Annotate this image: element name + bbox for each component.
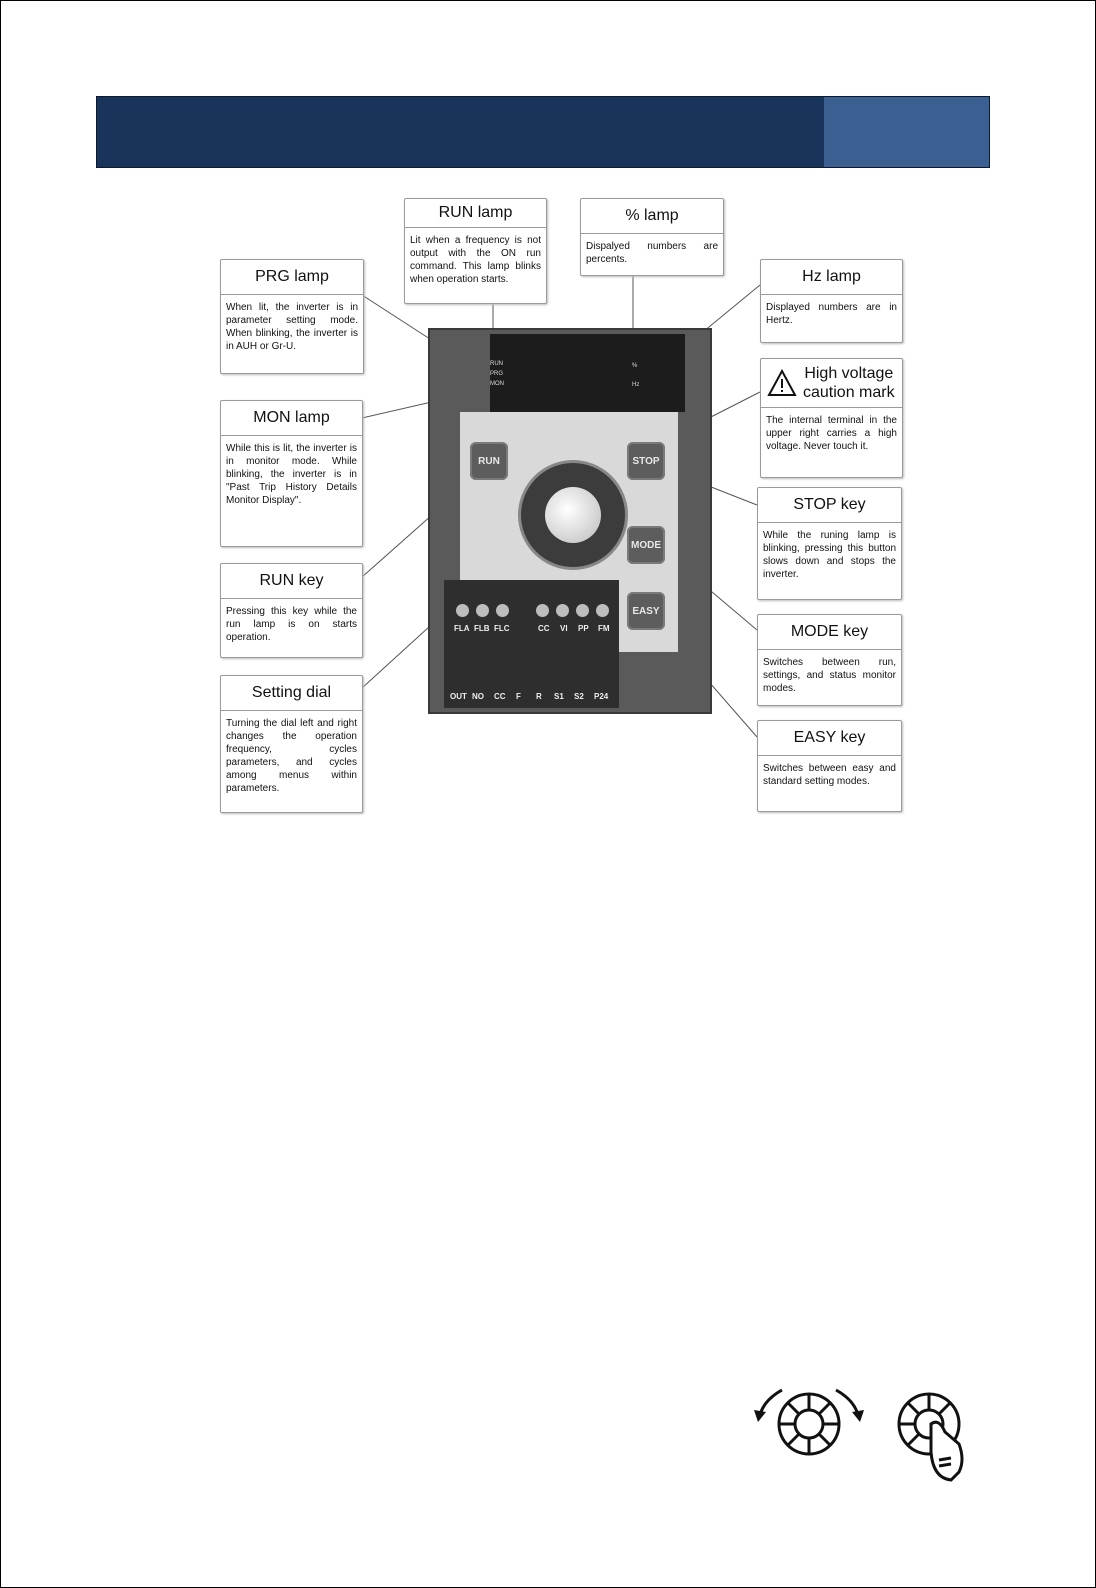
- led-display: [490, 334, 685, 412]
- terminal-label: CC: [538, 624, 550, 633]
- terminal-label: FLA: [454, 624, 470, 633]
- callout-text: Pressing this key while the run lamp is …: [226, 606, 357, 643]
- callout-text: While this is lit, the inverter is in mo…: [226, 443, 357, 506]
- terminal-label: P24: [594, 692, 609, 701]
- terminal-label: R: [536, 692, 542, 701]
- callout-title: % lamp: [581, 199, 723, 234]
- callout-text: The internal terminal in the upper right…: [766, 415, 897, 452]
- callout-title-line: caution mark: [803, 384, 895, 401]
- terminal-label: FLB: [474, 624, 490, 633]
- callout-text: Switches between easy and standard setti…: [763, 763, 896, 787]
- setting-dial[interactable]: [518, 460, 628, 570]
- terminal-label: OUT: [450, 692, 467, 701]
- warning-icon: [767, 369, 797, 396]
- callout-text: Turning the dial left and right changes …: [226, 718, 357, 794]
- mode-key[interactable]: MODE: [627, 526, 665, 564]
- percent-lamp-label: %: [632, 363, 638, 369]
- callout-prg-lamp: PRG lamp When lit, the inverter is in pa…: [220, 259, 364, 374]
- callout-title: RUN lamp: [405, 199, 546, 228]
- terminal-label: S2: [574, 692, 584, 701]
- terminal-label: FM: [598, 624, 610, 633]
- terminal-block: FLA FLB FLC CC VI PP FM OUT NO CC F R S1…: [444, 580, 619, 708]
- callout-title-line: High voltage: [804, 365, 894, 382]
- callout-title: RUN key: [221, 564, 362, 599]
- terminal-label: VI: [560, 624, 568, 633]
- callout-mode-key: MODE key Switches between run, settings,…: [757, 614, 902, 706]
- callout-text: Switches between run, settings, and stat…: [763, 657, 896, 694]
- run-key[interactable]: RUN: [470, 442, 508, 480]
- callout-title: High voltage caution mark: [761, 359, 902, 408]
- callout-high-voltage: High voltage caution mark The internal t…: [760, 358, 903, 478]
- callout-text: While the runing lamp is blinking, press…: [763, 530, 896, 580]
- terminal-screw: [456, 604, 469, 617]
- dial-rotate-icon: [754, 1388, 864, 1456]
- terminal-label: S1: [554, 692, 564, 701]
- callout-setting-dial: Setting dial Turning the dial left and r…: [220, 675, 363, 813]
- callout-hz-lamp: Hz lamp Displayed numbers are in Hertz.: [760, 259, 903, 343]
- hz-lamp-label: Hz: [632, 382, 640, 388]
- inverter-panel-illustration: RUN PRG MON % Hz RUN STOP MODE EASY FLA …: [428, 328, 712, 714]
- callout-run-lamp: RUN lamp Lit when a frequency is not out…: [404, 198, 547, 304]
- callout-easy-key: EASY key Switches between easy and stand…: [757, 720, 902, 812]
- header-bar: [96, 96, 990, 168]
- terminal-screw: [596, 604, 609, 617]
- callout-text: Lit when a frequency is not output with …: [410, 235, 541, 285]
- terminal-label: CC: [494, 692, 506, 701]
- callout-text: Dispalyed numbers are percents.: [586, 241, 718, 265]
- terminal-screw: [476, 604, 489, 617]
- terminal-label: F: [516, 692, 521, 701]
- callout-run-key: RUN key Pressing this key while the run …: [220, 563, 363, 658]
- callout-title: Hz lamp: [761, 260, 902, 295]
- terminal-label: FLC: [494, 624, 510, 633]
- terminal-screw: [556, 604, 569, 617]
- run-lamp-label: RUN: [490, 361, 503, 367]
- callout-percent-lamp: % lamp Dispalyed numbers are percents.: [580, 198, 724, 276]
- header-accent-block: [824, 97, 989, 167]
- callout-title: EASY key: [758, 721, 901, 756]
- terminal-screw: [536, 604, 549, 617]
- dial-press-icon: [897, 1392, 964, 1482]
- easy-key[interactable]: EASY: [627, 592, 665, 630]
- callout-title: PRG lamp: [221, 260, 363, 295]
- stop-key[interactable]: STOP: [627, 442, 665, 480]
- callout-title: Setting dial: [221, 676, 362, 711]
- callout-text: Displayed numbers are in Hertz.: [766, 302, 897, 326]
- terminal-screw: [576, 604, 589, 617]
- callout-title: MODE key: [758, 615, 901, 650]
- terminal-screw: [496, 604, 509, 617]
- terminal-label: NO: [472, 692, 484, 701]
- prg-lamp-label: PRG: [490, 371, 504, 377]
- callout-title: STOP key: [758, 488, 901, 523]
- callout-mon-lamp: MON lamp While this is lit, the inverter…: [220, 400, 363, 547]
- callout-text: When lit, the inverter is in parameter s…: [226, 302, 358, 352]
- terminal-label: PP: [578, 624, 589, 633]
- callout-title: MON lamp: [221, 401, 362, 436]
- setting-dial-center: [545, 487, 601, 543]
- callout-stop-key: STOP key While the runing lamp is blinki…: [757, 487, 902, 600]
- mon-lamp-label: MON: [490, 381, 504, 387]
